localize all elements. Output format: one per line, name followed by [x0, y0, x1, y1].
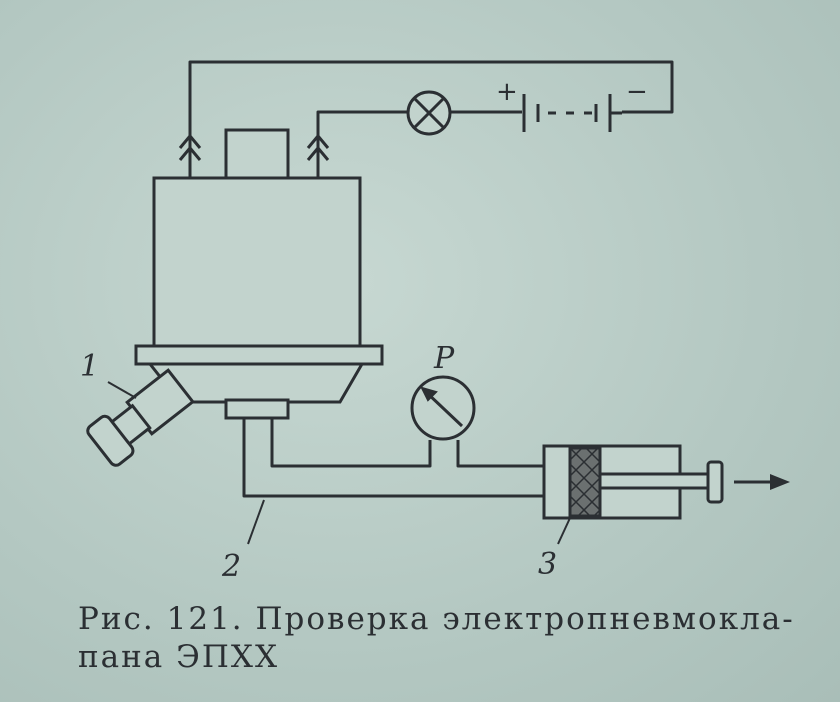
pull-arrow-icon [770, 474, 790, 490]
callout-2: 2 [221, 549, 241, 584]
callout-3: 3 [538, 547, 557, 582]
valve-body [134, 128, 384, 420]
terminal-left-icon [178, 130, 202, 180]
pump [542, 444, 790, 520]
pump-rod [598, 472, 718, 490]
line-outer [242, 418, 548, 498]
terminal-right-icon [306, 130, 330, 180]
adjusting-screw [86, 368, 195, 467]
piston-hatch [569, 447, 601, 517]
line-gauge-to-pump [456, 440, 548, 468]
wire-to-lamp [316, 110, 408, 132]
pressure-gauge-icon: P [410, 341, 476, 441]
callout-1: 1 [80, 349, 99, 384]
valve-cap [224, 128, 290, 182]
callout-1-leader [107, 381, 137, 399]
battery-minus-label: − [626, 77, 648, 107]
callouts: 1 2 3 [80, 349, 571, 584]
battery-icon: + − [496, 77, 648, 132]
air-lines [242, 418, 548, 498]
caption-line-1: Рис. 121. Проверка электропневмокла- [78, 601, 795, 637]
line-to-gauge [270, 418, 432, 468]
battery-plus-label: + [496, 77, 518, 107]
gauge-label: P [433, 341, 455, 376]
valve-flange [134, 344, 384, 366]
caption-line-2: пана ЭПХХ [78, 639, 280, 675]
callout-2-leader [247, 499, 265, 545]
wiring [188, 60, 674, 132]
pump-handle [706, 460, 724, 504]
callout-3-leader [557, 517, 571, 545]
valve-nipple [224, 398, 290, 420]
lamp-icon [406, 90, 452, 136]
figure-caption: Рис. 121. Проверка электропневмокла- пан… [78, 600, 818, 676]
valve-housing [152, 176, 362, 350]
wire-top-loop [188, 60, 674, 130]
